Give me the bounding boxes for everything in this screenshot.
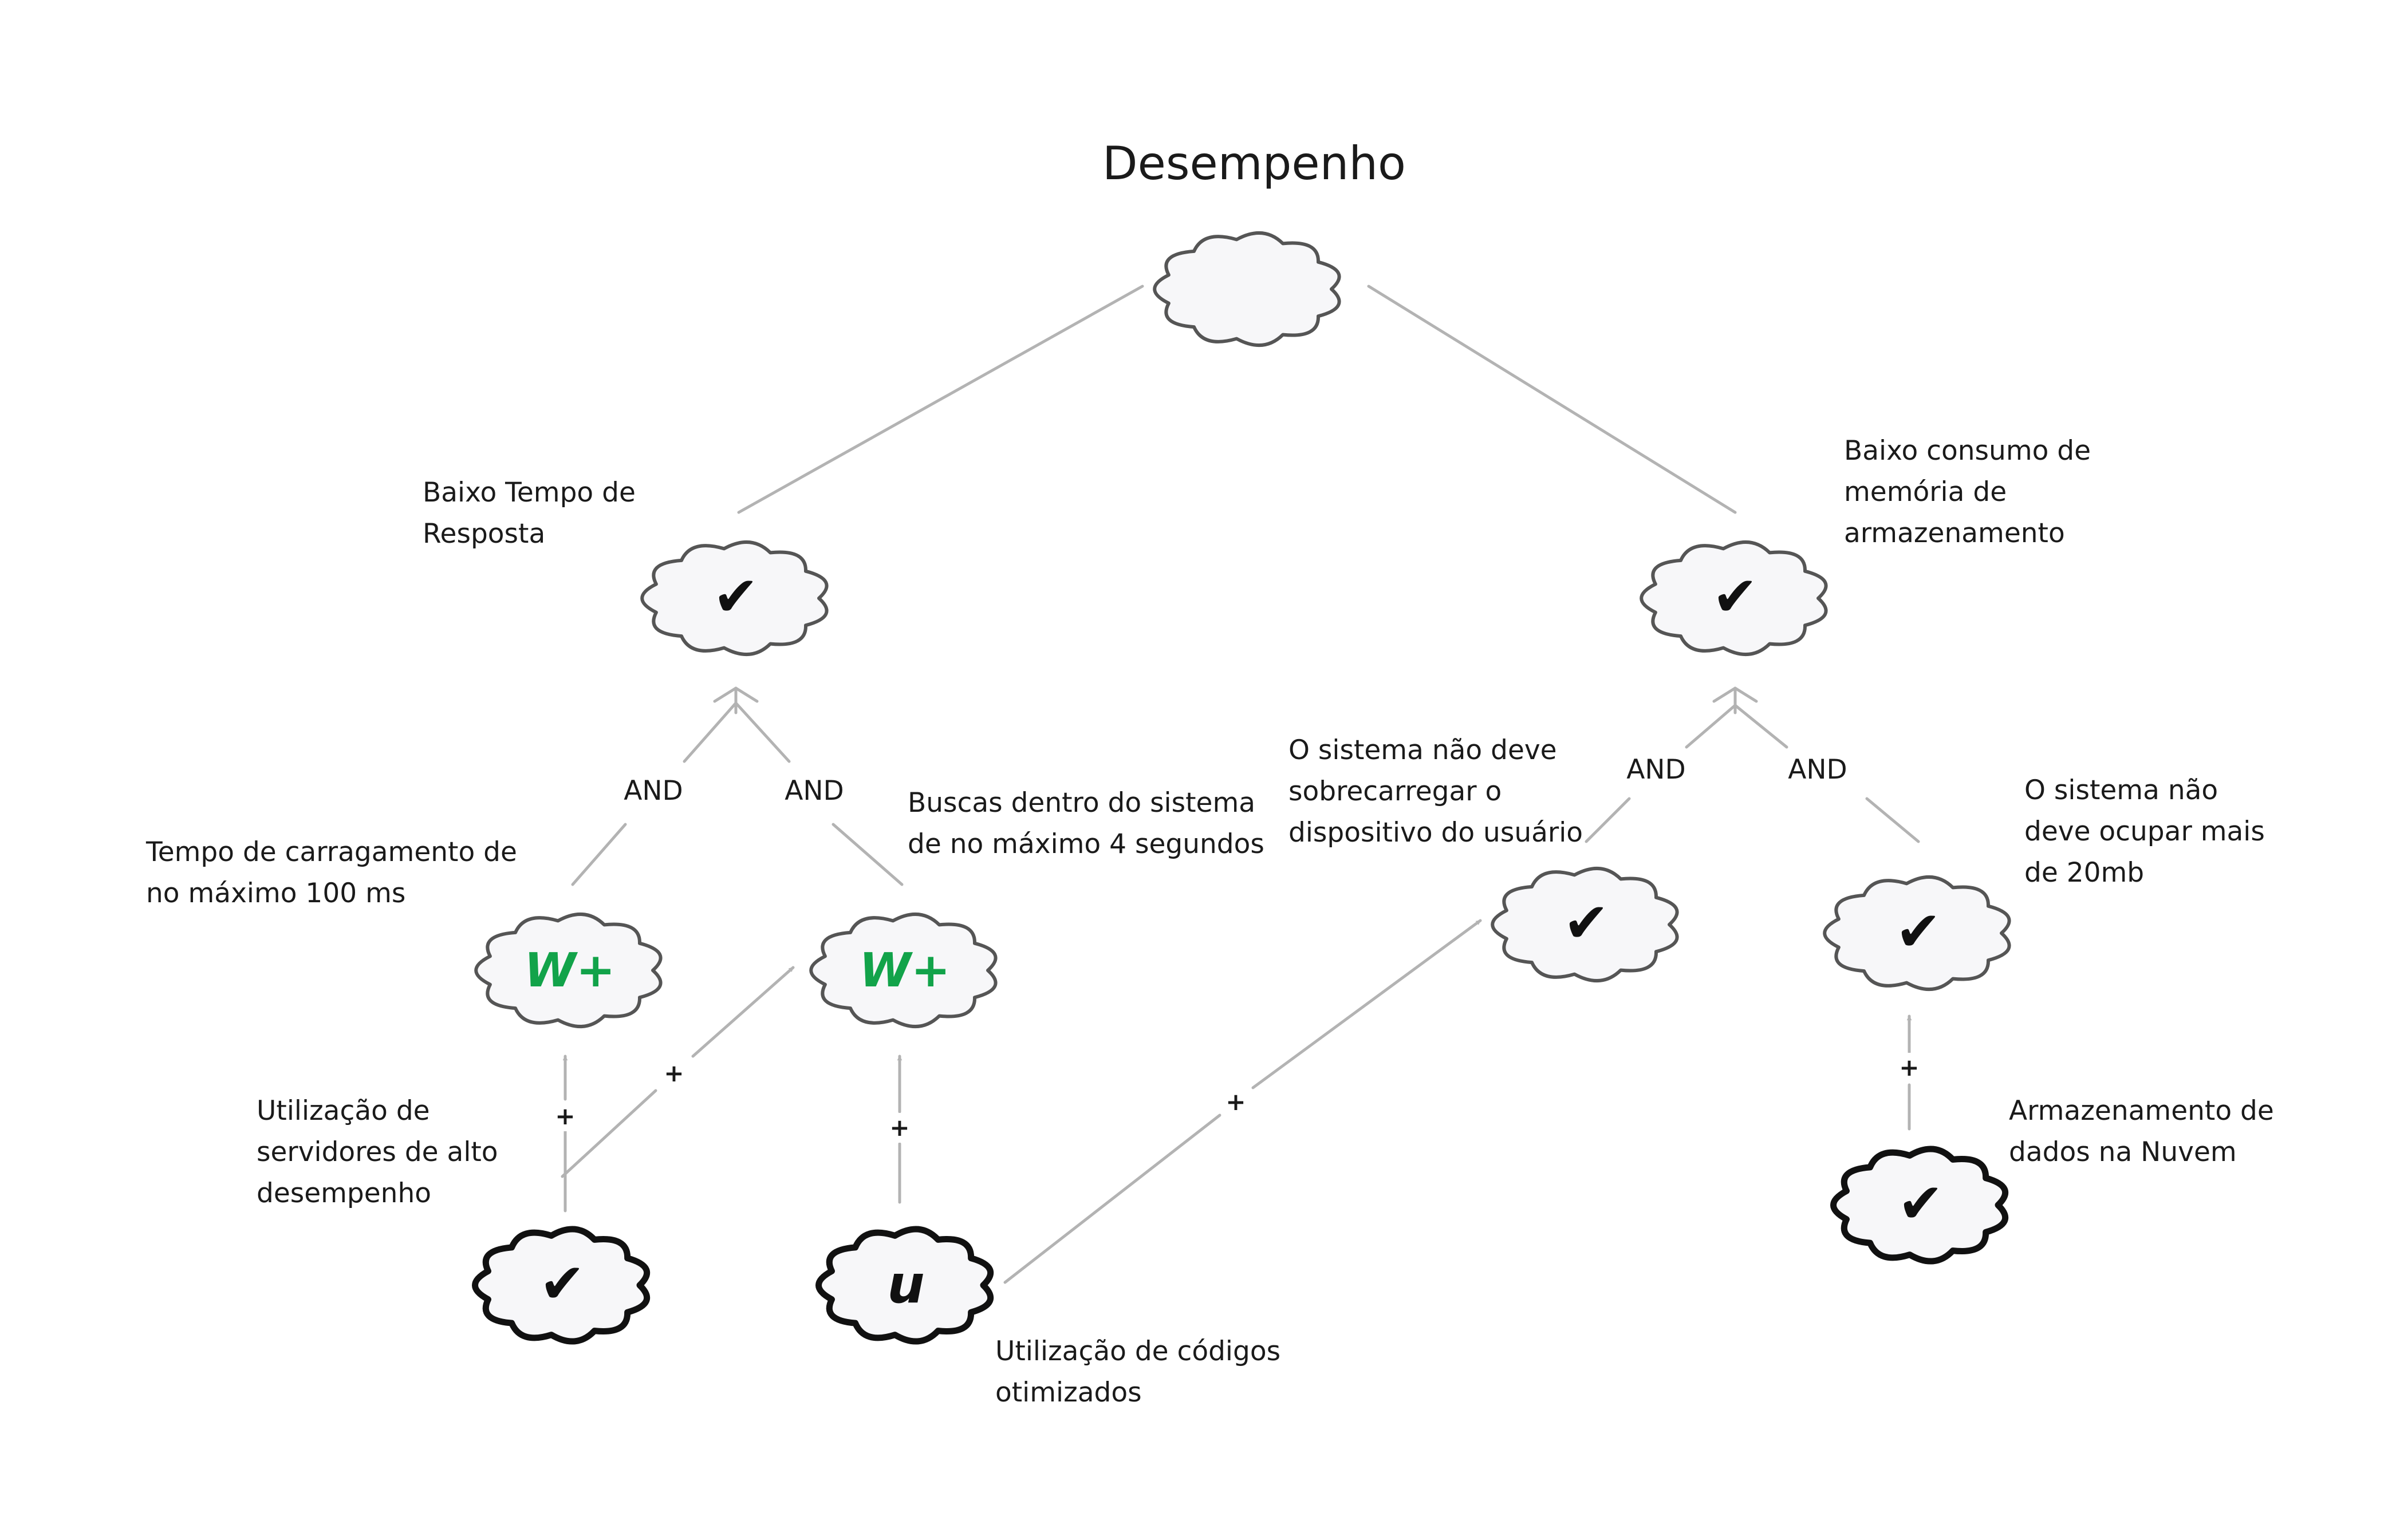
undecided-mark-icon: u: [887, 1254, 925, 1315]
softgoal-cloud-shape: [1153, 231, 1341, 347]
cloud-baixo-tempo[interactable]: ✔: [640, 540, 829, 656]
operationalization-label-nuvem: Armazenamento de dados na Nuvem: [2009, 1095, 2274, 1168]
cloud-tempo-carregamento[interactable]: W+: [474, 913, 663, 1028]
contrib-servidores-buscas-upper: [691, 966, 795, 1058]
and-branch-left-lower: [571, 823, 627, 886]
cloud-buscas[interactable]: W+: [809, 913, 998, 1028]
contribution-label-codigos-sobrecarregar: +: [1221, 1087, 1251, 1117]
and-branch-r-left-upper: [1685, 704, 1737, 749]
and-branch-left-upper: [683, 701, 738, 763]
contrib-servidores-buscas-lower: [561, 1089, 657, 1178]
cloud-codigos[interactable]: u: [815, 1226, 994, 1345]
and-label-nao-ocupar: AND: [1782, 754, 1853, 786]
and-branch-right-upper: [734, 701, 791, 763]
cloud-nuvem[interactable]: ✔: [1830, 1146, 2009, 1265]
contrib-codigos-sobrecarregar-upper: [1251, 919, 1482, 1089]
and-label-nao-sobrecarregar: AND: [1621, 754, 1692, 786]
softgoal-label-baixo-consumo: Baixo consumo de memória de armazenament…: [1844, 435, 2091, 549]
satisficed-check-icon: ✔: [539, 1251, 585, 1316]
satisficed-check-icon: ✔: [1563, 891, 1609, 955]
softgoal-cloud-shape: [1491, 867, 1679, 982]
softgoal-label-tempo-carregamento: Tempo de carragamento de no máximo 100 m…: [146, 836, 517, 909]
operationalization-cloud-shape: [815, 1226, 994, 1345]
operationalization-label-codigos: Utilização de códigos otimizados: [995, 1336, 1281, 1408]
softgoal-cloud-shape: [640, 540, 829, 656]
softgoal-label-nao-sobrecarregar: O sistema não deve sobrecarregar o dispo…: [1288, 735, 1583, 848]
softgoal-cloud-shape: [1640, 540, 1828, 656]
and-branch-r-right-lower: [1865, 797, 1920, 843]
softgoal-label-buscas: Buscas dentro do sistema de no máximo 4 …: [908, 787, 1264, 860]
contribution-label-servidores-carregamento: +: [550, 1101, 580, 1131]
clouds-layer: ✔ ✔ W+ W+ ✔ ✔ ✔ u ✔: [472, 231, 2011, 1345]
operationalization-cloud-shape: [1830, 1146, 2009, 1265]
edges-layer: [561, 285, 1920, 1284]
softgoal-cloud-shape: [1823, 875, 2011, 991]
weak-positive-mark-icon: W+: [524, 943, 615, 998]
contrib-codigos-sobrecarregar-lower: [1003, 1113, 1221, 1284]
diagram-title: Desempenho: [1102, 137, 1406, 190]
softgoal-label-baixo-tempo: Baixo Tempo de Resposta: [423, 477, 636, 550]
cloud-nao-ocupar[interactable]: ✔: [1823, 875, 2011, 991]
and-label-buscas: AND: [779, 775, 850, 807]
operationalization-cloud-shape: [472, 1226, 651, 1345]
satisficed-check-icon: ✔: [1896, 899, 1941, 964]
cloud-baixo-consumo[interactable]: ✔: [1640, 540, 1828, 656]
and-branch-r-right-upper: [1733, 704, 1788, 749]
operationalization-label-servidores: Utilização de servidores de alto desempe…: [257, 1095, 498, 1209]
cloud-nao-sobrecarregar[interactable]: ✔: [1491, 867, 1679, 982]
satisficed-check-icon: ✔: [1898, 1171, 1944, 1235]
weak-positive-mark-icon: W+: [859, 943, 950, 998]
contribution-label-codigos-buscas: +: [885, 1113, 915, 1143]
and-branch-r-left-lower: [1585, 797, 1631, 843]
and-label-tempo-carregamento: AND: [618, 775, 689, 807]
and-branch-right-lower: [832, 823, 904, 886]
edge-root-baixo-tempo: [737, 285, 1144, 514]
softgoal-label-nao-ocupar: O sistema não deve ocupar mais de 20mb: [2024, 775, 2265, 889]
satisficed-check-icon: ✔: [713, 564, 759, 629]
edge-root-baixo-consumo: [1367, 285, 1737, 514]
softgoal-cloud-shape: [809, 913, 998, 1028]
cloud-servidores[interactable]: ✔: [472, 1226, 651, 1345]
contribution-label-nuvem: +: [1894, 1053, 1924, 1083]
satisficed-check-icon: ✔: [1712, 564, 1758, 629]
cloud-root[interactable]: [1153, 231, 1341, 347]
contribution-label-servidores-buscas: +: [659, 1059, 689, 1088]
softgoal-cloud-shape: [474, 913, 663, 1028]
